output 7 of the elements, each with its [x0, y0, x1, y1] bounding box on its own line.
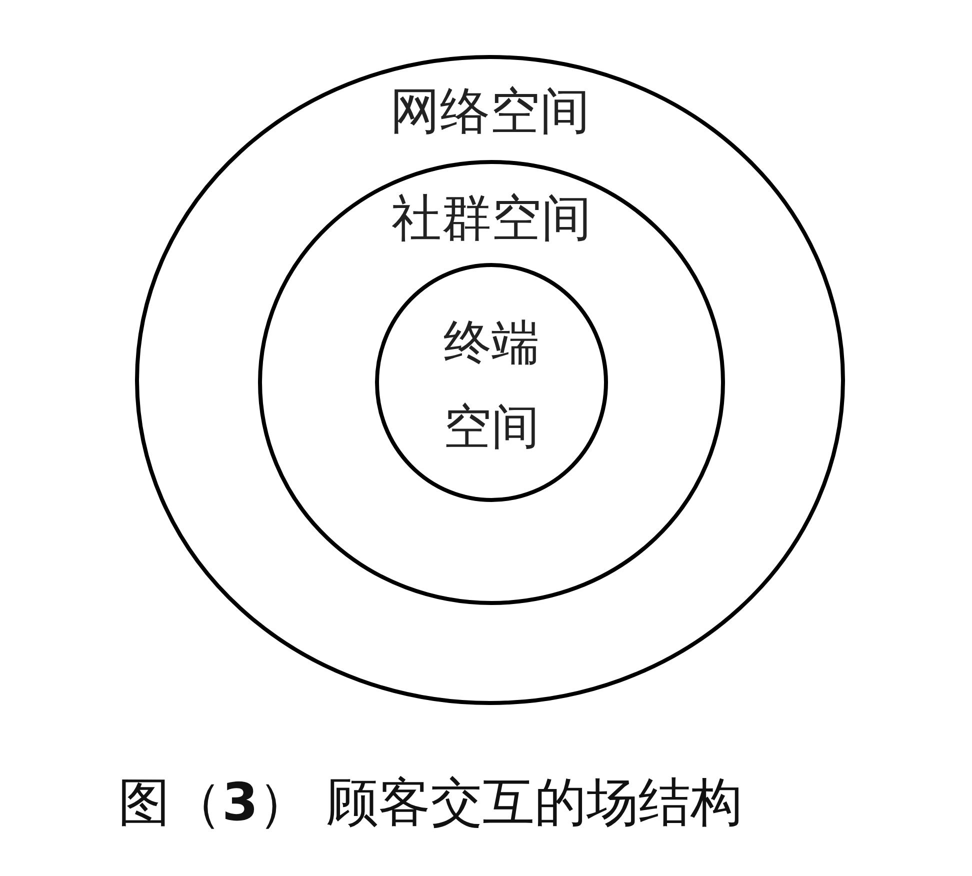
middle-ellipse	[258, 160, 725, 605]
inner-circle	[375, 263, 608, 502]
figure-caption: 图（3） 顾客交互的场结构	[118, 772, 743, 834]
ring-label: 社群空间	[392, 190, 592, 248]
ring-label: 终端空间	[442, 314, 540, 457]
outer-ellipse	[135, 55, 845, 705]
ring-label: 网络空间	[390, 83, 590, 140]
